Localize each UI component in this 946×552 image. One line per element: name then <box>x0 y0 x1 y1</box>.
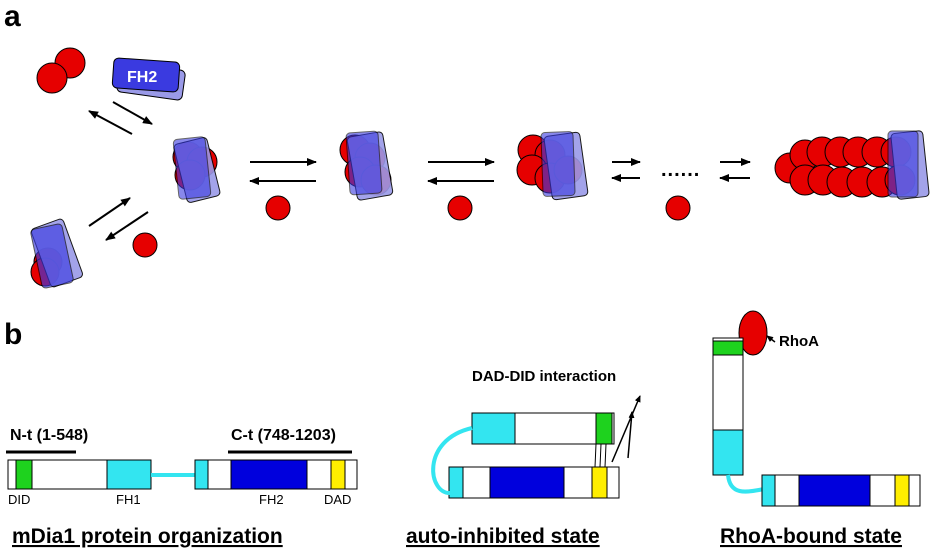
interaction-line-b <box>599 443 602 468</box>
fh2-actin-complex-left <box>30 218 83 289</box>
interaction-pointer-2 <box>611 395 641 463</box>
rhoa-pointer <box>766 335 776 343</box>
interaction-line-a <box>594 443 597 468</box>
did-domain <box>15 459 33 490</box>
ellipsis-dots: ...... <box>661 159 700 181</box>
rhoa-bound-state: RhoA RhoA-bound state <box>712 310 921 548</box>
fh1-loop <box>431 426 473 495</box>
interaction-pointer-1 <box>627 411 635 459</box>
fh2-domain-label: FH2 <box>259 492 284 507</box>
rhoa-molecule <box>738 310 768 356</box>
horizontal-fh1 <box>761 474 776 507</box>
horizontal-dad <box>894 474 910 507</box>
panel-a-label: a <box>4 0 21 33</box>
equilibrium-arrows-bottom <box>88 197 149 241</box>
actin-monomer-1 <box>265 195 291 221</box>
actin-filament-with-fh2 <box>774 130 930 200</box>
vertical-did <box>712 340 744 356</box>
fh2-nucleus-trimer <box>339 130 394 201</box>
fh1-link <box>726 474 765 494</box>
n-term-label: N-t (1-548) <box>10 427 88 444</box>
dad-label: DAD <box>324 492 351 507</box>
actin-monomer-2 <box>447 195 473 221</box>
bottom-fh2 <box>489 466 565 499</box>
equilibrium-arrows-step3 <box>611 158 641 182</box>
fh2-dimer-free: FH2 <box>111 57 186 101</box>
autoinhibited-caption: auto-inhibited state <box>406 525 600 548</box>
actin-monomer-3 <box>665 195 691 221</box>
bottom-dad <box>591 466 608 499</box>
did-label: DID <box>8 492 30 507</box>
equilibrium-arrows-top <box>88 101 153 135</box>
fh1-domain-a <box>106 459 152 490</box>
c-term-label: C-t (748-1203) <box>231 427 336 444</box>
fh2-nucleus-dimer <box>172 136 221 203</box>
horizontal-fh2 <box>798 474 871 507</box>
fh2-nucleus-tetramer <box>516 131 589 201</box>
actin-monomer-left <box>132 232 158 258</box>
panel-b-label: b <box>4 318 22 351</box>
interaction-line-c <box>604 443 607 468</box>
equilibrium-arrows-step2 <box>427 158 495 185</box>
protein-organization: N-t (1-548) C-t (748-1203) DID FH1 FH2 D… <box>6 427 358 548</box>
vertical-fh1 <box>712 429 744 476</box>
top-did <box>595 412 613 445</box>
dad-domain <box>330 459 346 490</box>
equilibrium-arrows-step1 <box>249 158 317 185</box>
fh1-domain-b <box>194 459 209 490</box>
top-fh1 <box>471 412 516 445</box>
bottom-fh1 <box>448 466 464 499</box>
rhoa-caption: RhoA-bound state <box>720 525 902 548</box>
actin-dimer-free <box>36 47 86 94</box>
dad-did-interaction-label: DAD-DID interaction <box>472 368 616 385</box>
autoinhibited-state: DAD-DID interaction auto-inhibited state <box>406 368 641 548</box>
fh2-domain <box>230 459 308 490</box>
rhoa-label: RhoA <box>779 333 819 350</box>
organization-caption: mDia1 protein organization <box>12 525 283 548</box>
equilibrium-arrows-step4 <box>719 158 751 182</box>
fh2-label: FH2 <box>127 69 157 86</box>
fh1-label: FH1 <box>116 492 141 507</box>
